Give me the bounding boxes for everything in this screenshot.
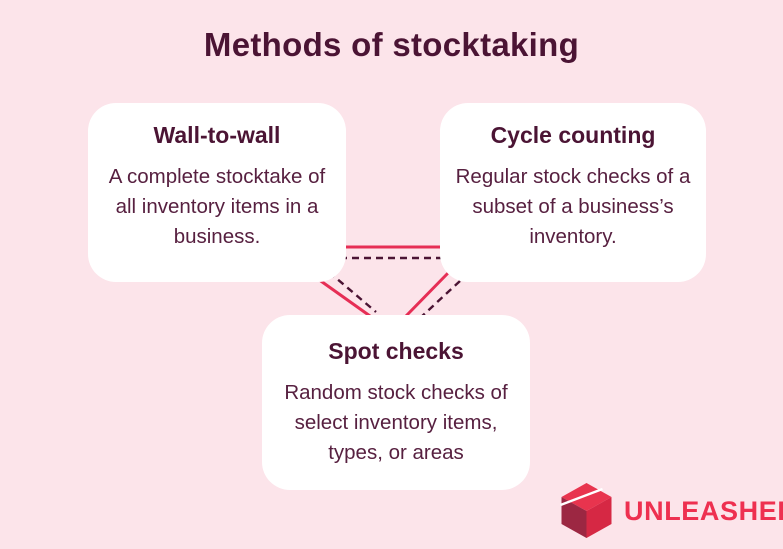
connector-left-diagonal-dashed-line: [328, 271, 377, 313]
connector-left-diagonal-solid-line: [317, 277, 371, 318]
connector-right-diagonal-solid-line: [404, 269, 452, 318]
card-cycle-counting: Cycle counting Regular stock checks of a…: [440, 103, 706, 282]
card-body: Random stock checks of select inventory …: [284, 381, 508, 465]
cube-box-icon: [560, 483, 612, 538]
card-heading: Wall-to-wall: [153, 122, 281, 148]
brand-name: UNLEASHED: [624, 495, 783, 526]
page-title: Methods of stocktaking: [203, 26, 580, 63]
card-body: A complete stocktake of all inventory it…: [108, 165, 326, 249]
connector-right-diagonal-dashed-line: [419, 280, 461, 319]
card-body: Regular stock checks of a subset of a bu…: [455, 165, 691, 249]
brand-logo: UNLEASHED: [558, 482, 783, 540]
card-spot-checks: Spot checks Random stock checks of selec…: [262, 315, 530, 490]
card-wall-to-wall: Wall-to-wall A complete stocktake of all…: [88, 103, 346, 282]
card-heading: Spot checks: [328, 338, 464, 364]
card-heading: Cycle counting: [490, 122, 656, 148]
